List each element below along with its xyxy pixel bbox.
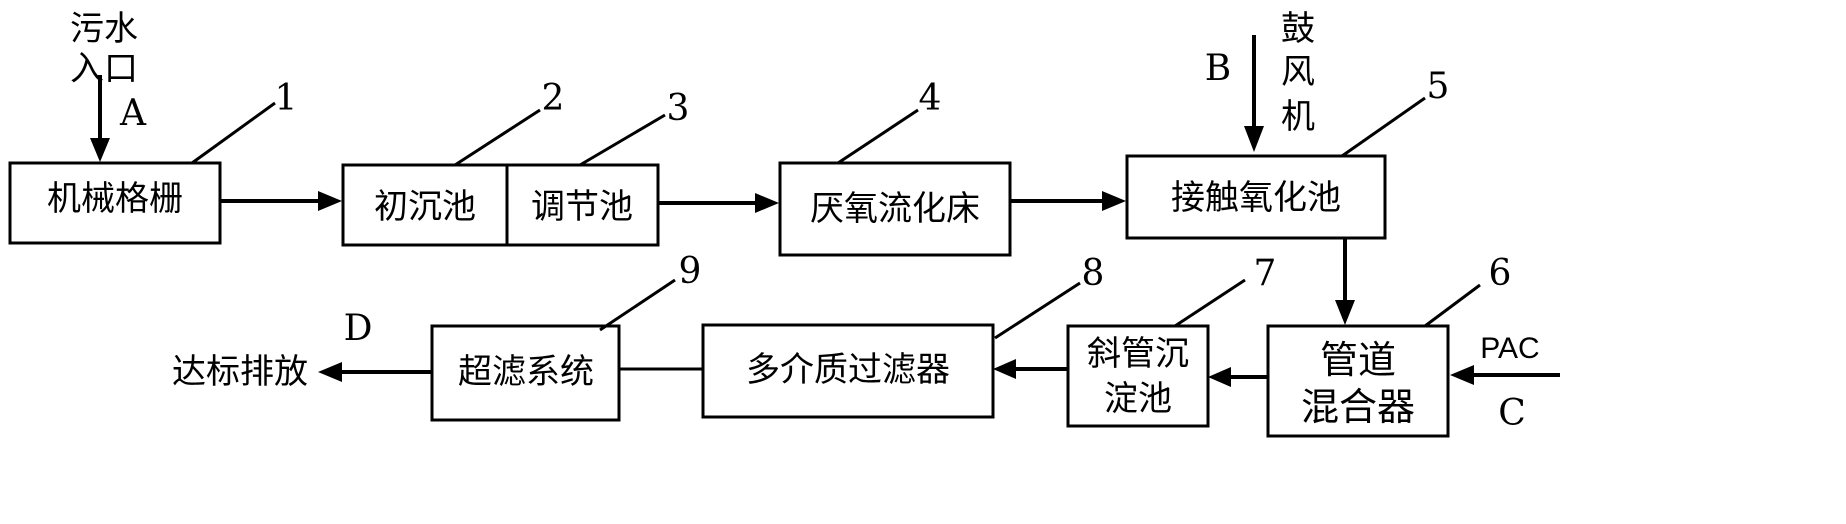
leader-line-8 <box>994 281 1081 340</box>
label-sewage-line2: 入口 <box>70 49 138 89</box>
label-node-7-line2: 淀池 <box>1104 379 1172 419</box>
label-sewage-line1: 污水 <box>70 9 138 49</box>
label-node-8: 多介质过滤器 <box>746 350 950 390</box>
label-node-1: 机械格栅 <box>47 179 183 219</box>
label-node-9: 超滤系统 <box>458 352 594 392</box>
number-3: 3 <box>667 88 690 129</box>
box-multimedia-filter <box>701 323 995 419</box>
box-anaerobic-fluidized-bed <box>778 161 1012 257</box>
leader-line-2 <box>454 108 541 167</box>
label-node-7-line1: 斜管沉 <box>1087 334 1189 374</box>
label-node-5: 接触氧化池 <box>1171 178 1341 218</box>
label-node-6-line1: 管道 <box>1320 338 1396 382</box>
label-letter-a: A <box>119 93 147 134</box>
label-node-4: 厌氧流化床 <box>810 189 980 229</box>
arrowhead-4-to-5 <box>1102 191 1126 211</box>
arrowhead-5-to-6 <box>1335 300 1355 325</box>
arrowhead-inlet-a <box>90 138 110 162</box>
number-2: 2 <box>542 78 565 119</box>
leader-line-5 <box>1341 96 1426 158</box>
arrowhead-blower-b <box>1244 126 1264 152</box>
label-node-2: 初沉池 <box>374 187 476 227</box>
number-4: 4 <box>919 78 942 119</box>
arrowhead-7-to-8 <box>993 359 1016 379</box>
box-contact-oxidation <box>1125 154 1387 240</box>
box-inclined-tube-settler <box>1066 324 1210 428</box>
box-mechanical-screen <box>8 161 222 245</box>
label-node-3: 调节池 <box>531 187 633 227</box>
leader-line-6 <box>1424 283 1481 328</box>
number-5: 5 <box>1427 66 1450 107</box>
box-ultrafiltration <box>430 324 621 422</box>
label-pac: PAC <box>1480 332 1539 365</box>
label-blower-char1: 鼓 <box>1281 9 1315 49</box>
label-blower-char2: 风 <box>1281 52 1315 92</box>
number-9: 9 <box>679 251 702 292</box>
label-letter-b: B <box>1205 48 1231 89</box>
arrowhead-6-to-7 <box>1208 367 1231 387</box>
number-6: 6 <box>1489 253 1512 294</box>
box-primary-sedimentation-regulation <box>341 163 660 247</box>
number-7: 7 <box>1254 253 1277 294</box>
leader-line-9 <box>599 278 676 332</box>
leader-line-4 <box>837 108 919 165</box>
number-1: 1 <box>275 78 298 119</box>
label-blower-char3: 机 <box>1281 97 1315 137</box>
arrowhead-1-to-2 <box>318 191 342 211</box>
arrowhead-3-to-4 <box>755 193 779 213</box>
label-discharge: 达标排放 <box>172 352 308 392</box>
arrowhead-9-to-d <box>318 362 342 382</box>
leader-line-7 <box>1174 278 1246 328</box>
label-letter-d: D <box>344 308 373 349</box>
arrowhead-pac-c <box>1450 365 1474 385</box>
number-8: 8 <box>1082 253 1105 294</box>
leader-line-1 <box>191 101 276 165</box>
leader-line-3 <box>579 113 666 167</box>
box-pipe-mixer <box>1266 324 1450 438</box>
label-letter-c: C <box>1498 393 1526 434</box>
label-node-6-line2: 混合器 <box>1301 385 1415 429</box>
